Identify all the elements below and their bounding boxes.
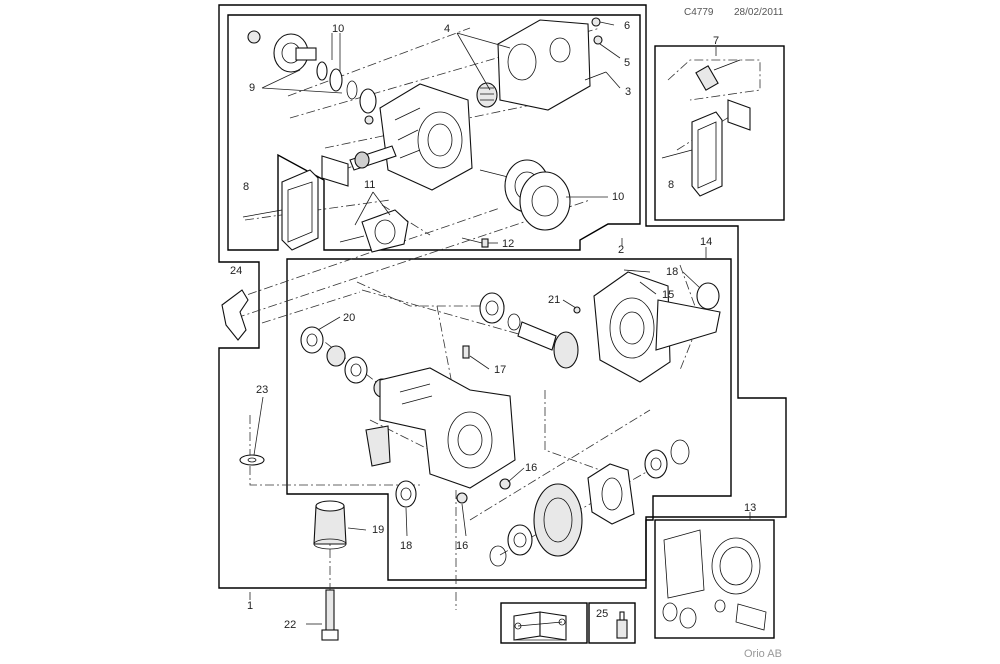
- callout-4: 4: [444, 23, 450, 35]
- pinion-bearing-assembly: [479, 159, 571, 231]
- assembly-frame-13: [654, 519, 775, 639]
- callout-8-upper: 8: [243, 181, 249, 193]
- assembly-frame-2: [227, 14, 641, 251]
- pinion-gear-21: [517, 306, 581, 369]
- assembly-frame-14: [286, 258, 732, 581]
- bolt-12: [461, 237, 489, 248]
- callout-24: 24: [230, 265, 242, 277]
- callout-15: 15: [662, 289, 674, 301]
- pinion-bearing-upper: [479, 292, 521, 331]
- manual-book-icon: [513, 611, 567, 641]
- transfer-case-housing: [379, 83, 473, 191]
- callout-22: 22: [284, 619, 296, 631]
- callout-1: 1: [247, 600, 253, 612]
- tool-wrench-icon: [514, 618, 566, 630]
- shaft-seal-rings: [316, 61, 377, 114]
- cover-plate-8-upper: [242, 155, 349, 251]
- callout-13: 13: [744, 502, 756, 514]
- callout-labels: 1 2 3 4 5 6 7 8 8 9 10 10 11 12 13 14 15…: [230, 20, 756, 631]
- callout-6: 6: [624, 20, 630, 32]
- callout-7: 7: [713, 35, 719, 47]
- lubricant-box: [588, 602, 636, 644]
- seal-18-left: [395, 480, 417, 508]
- callout-16-right: 16: [525, 462, 537, 474]
- callout-11: 11: [364, 179, 375, 191]
- callout-5: 5: [624, 57, 630, 69]
- output-flange-part: [247, 30, 317, 73]
- footer-brand: Orio AB: [744, 648, 782, 660]
- rear-diff-housing: [365, 345, 516, 489]
- service-manual-box: [500, 602, 588, 644]
- ring-gear-part: [489, 483, 583, 567]
- callout-8-right: 8: [668, 179, 674, 191]
- rubber-mount-19: [313, 500, 347, 550]
- callout-12: 12: [502, 238, 514, 250]
- callout-leader-lines: [249, 21, 751, 625]
- drain-plugs-16: [456, 478, 511, 504]
- heat-shield-24: [221, 289, 249, 341]
- lubricant-bottle-icon: [616, 611, 628, 639]
- callout-18-right: 18: [666, 266, 678, 278]
- callout-25: 25: [596, 608, 608, 620]
- washer-23: [239, 454, 265, 466]
- differential-case: [587, 463, 635, 525]
- input-shaft-part: [349, 115, 397, 171]
- assembly-frame-1: [218, 4, 787, 589]
- diff-cover-14: [593, 269, 721, 383]
- needle-bearing-part: [476, 82, 498, 108]
- assembly-frame-7: [654, 45, 785, 221]
- gear-housing-cover: [497, 17, 607, 111]
- callout-10-right: 10: [612, 191, 624, 203]
- callout-23: 23: [256, 384, 268, 396]
- diff-bearing-right: [644, 439, 690, 479]
- callout-16-bottom: 16: [456, 540, 468, 552]
- gasket-kit-13: [662, 529, 767, 631]
- diagram-code: C4779: [684, 7, 714, 18]
- diagram-date: 28/02/2011: [734, 7, 784, 18]
- callout-3: 3: [625, 86, 631, 98]
- callout-21: 21: [548, 294, 560, 306]
- actuator-part-11: [339, 209, 409, 253]
- callout-14: 14: [700, 236, 712, 248]
- callout-9: 9: [249, 82, 255, 94]
- callout-10-top: 10: [332, 23, 344, 35]
- callout-20: 20: [343, 312, 355, 324]
- callout-18-bottom: 18: [400, 540, 412, 552]
- callout-2: 2: [618, 244, 624, 256]
- actuator-part-7: [661, 59, 751, 197]
- bearings-20: [300, 326, 391, 398]
- callout-17: 17: [494, 364, 506, 376]
- bolt-22: [321, 589, 339, 641]
- callout-19: 19: [372, 524, 384, 536]
